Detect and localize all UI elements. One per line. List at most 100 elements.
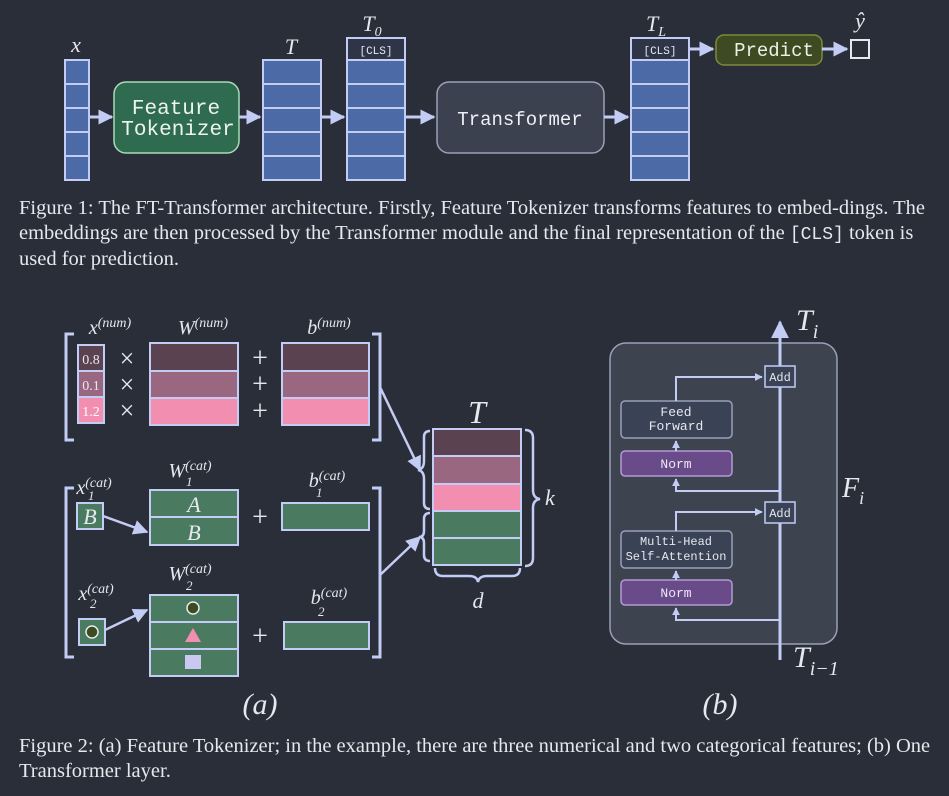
T0-stack (346, 37, 406, 181)
figure-1-caption: Figure 1: The FT-Transformer architectur… (19, 197, 926, 270)
add-label-bottom: Add (769, 507, 791, 521)
cat-right-bracket (372, 486, 382, 659)
Fi-label: Fi (841, 473, 864, 508)
num-value-3: 1.2 (82, 405, 100, 420)
b-cat2-sub: 2 (318, 604, 325, 619)
figure-1-diagram: x Feature Tokenizer T T0 [CLS] Transf (64, 8, 870, 181)
x-cat1-label: x(cat) (75, 476, 112, 499)
figure-2-diagram: x(num) W(num) b(num) 0.8 0.1 1.2 × × × +… (64, 304, 864, 721)
mha-label-line1: Multi-Head (640, 535, 712, 549)
branch-to-norm-bottom (672, 607, 780, 621)
feed-forward-label-line2: Forward (649, 419, 704, 434)
T-stack (262, 59, 322, 181)
num-left-bracket (64, 332, 74, 442)
TL-stack (630, 37, 690, 181)
k-label: k (545, 485, 556, 510)
mha-label-line2: Self-Attention (626, 550, 727, 564)
W-num-matrix (149, 342, 239, 426)
b-cat1-vector (281, 502, 370, 531)
W-cat2-sub: 2 (186, 578, 193, 593)
b-num-label: b(num) (307, 316, 351, 339)
T-output-stack (432, 428, 522, 566)
panel-b: Add Add Feed Forward Norm Multi-Head Sel… (609, 304, 864, 721)
plus-sign-2: + (252, 369, 268, 400)
b-num-vector (281, 342, 370, 426)
circle-icon (85, 625, 99, 639)
arrow-cat2-to-row (104, 608, 149, 632)
panel-a: x(num) W(num) b(num) 0.8 0.1 1.2 × × × +… (64, 316, 556, 721)
predict-box: Predict (715, 34, 823, 66)
predict-label: Predict (734, 40, 814, 62)
cat-group-brace (418, 511, 431, 563)
transformer-label: Transformer (457, 109, 582, 131)
x-cat2-sub: 2 (90, 596, 97, 611)
y-hat-label: ŷ (853, 8, 865, 33)
panel-b-label: (b) (703, 688, 738, 721)
plus-sign-3: + (252, 396, 268, 427)
T0-label: T0 (362, 11, 381, 40)
num-value-1: 0.8 (82, 353, 100, 368)
norm-label-bottom: Norm (660, 586, 691, 601)
cat-left-bracket (64, 486, 74, 659)
feature-tokenizer-box: Feature Tokenizer (113, 81, 240, 154)
times-sign-1: × (120, 344, 135, 373)
transformer-box: Transformer (436, 81, 605, 154)
x-cat1-sub: 1 (88, 488, 95, 503)
output-box (850, 39, 870, 59)
x-cat2-value-box (78, 618, 106, 646)
W-cat1-matrix: A B (149, 489, 239, 546)
feature-tokenizer-label-line2: Tokenizer (121, 119, 234, 142)
b-cat2-label: b(cat) (311, 586, 348, 609)
triangle-icon (185, 628, 201, 642)
Ti-label: Ti (796, 304, 818, 343)
W-cat1-label: W(cat) (168, 459, 211, 482)
W-num-label: W(num) (178, 316, 228, 339)
circle-icon (186, 601, 200, 615)
add-box-bottom (764, 501, 796, 524)
x-label: x (70, 32, 81, 57)
T0-cls-token: [CLS] (359, 46, 392, 58)
d-label: d (473, 588, 485, 613)
figure-2-caption: Figure 2: (a) Feature Tokenizer; in the … (19, 735, 931, 782)
ff-to-add (675, 373, 763, 401)
arrow-cat-to-T (379, 535, 422, 576)
panel-a-label: (a) (243, 688, 278, 721)
arrow-cat1-to-row (102, 514, 149, 535)
x-num-label: x(num) (88, 316, 132, 339)
arrow-num-to-T (378, 386, 422, 472)
feature-tokenizer-label-line1: Feature (132, 98, 220, 121)
x-cat1-value: B (83, 504, 96, 529)
add-label-top: Add (769, 371, 791, 385)
W-cat1-row-A: A (185, 492, 201, 517)
d-brace (433, 567, 522, 583)
plus-sign-cat2: + (252, 621, 268, 652)
W-cat2-label: W(cat) (168, 562, 211, 585)
num-value-2: 0.1 (82, 379, 100, 394)
times-sign-2: × (120, 370, 135, 399)
T-label: T (285, 34, 299, 59)
mha-to-add (675, 508, 763, 531)
add-box-top (764, 365, 796, 388)
times-sign-3: × (120, 396, 135, 425)
branch-to-norm-top (672, 478, 780, 492)
b-cat1-label: b(cat) (309, 469, 346, 492)
Ti-minus-1-label: Ti−1 (793, 641, 839, 680)
b-cat2-vector (283, 621, 370, 650)
feed-forward-label-line1: Feed (660, 405, 691, 420)
b-cat1-sub: 1 (316, 485, 323, 500)
W-cat2-matrix (149, 594, 239, 677)
W-cat1-row-B: B (187, 520, 200, 545)
W-cat1-sub: 1 (186, 474, 193, 489)
norm-label-top: Norm (660, 457, 691, 472)
num-right-bracket (372, 332, 382, 442)
num-group-brace (417, 429, 431, 511)
plus-sign-cat1: + (252, 502, 268, 533)
TL-label: TL (646, 11, 666, 40)
num-values-column: 0.8 0.1 1.2 (77, 344, 105, 424)
T-output-label: T (468, 394, 488, 430)
x-cat2-label: x(cat) (77, 582, 114, 605)
TL-cls-token: [CLS] (643, 46, 676, 58)
x-input-stack (64, 59, 90, 181)
square-icon (185, 655, 201, 669)
plus-sign-1: + (252, 343, 268, 374)
